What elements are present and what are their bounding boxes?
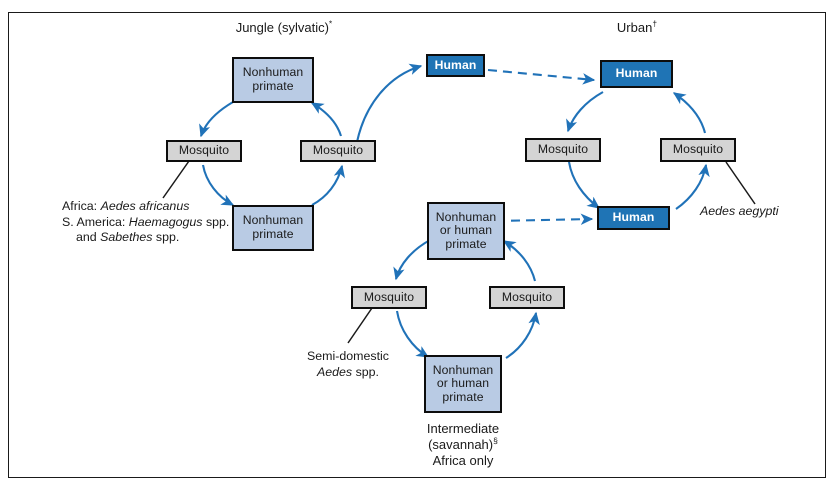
urban-left-mosquito-node[interactable]: Mosquito: [525, 138, 601, 162]
intermediate-bottom-primate-line2: or human: [436, 376, 490, 391]
intermediate-top-primate-line2: or human: [439, 223, 493, 238]
intermediate-bottom-primate-node[interactable]: Nonhuman or human primate: [424, 355, 502, 413]
urban-vector-note-italic: Aedes aegypti: [700, 204, 779, 218]
intermediate-left-mosquito-label: Mosquito: [363, 289, 415, 304]
jungle-title-line2: (sylvatic)*: [277, 18, 333, 35]
intermediate-top-primate-node[interactable]: Nonhuman or human primate: [427, 202, 505, 260]
urban-top-human-node[interactable]: Human: [600, 60, 673, 88]
jungle-vector-note-line1: Africa: Aedes africanus: [62, 199, 190, 213]
intermediate-title-line3: Africa only: [432, 452, 494, 468]
urban-right-mosquito-label: Mosquito: [672, 142, 724, 157]
jungle-left-mosquito-node[interactable]: Mosquito: [166, 140, 242, 162]
jungle-vector-note-line2: S. America: Haemagogus spp.: [62, 214, 230, 229]
jungle-top-nonhuman-primate-node[interactable]: Nonhuman primate: [232, 57, 314, 103]
intermediate-vector-note: Semi-domestic Aedes spp.: [278, 349, 418, 380]
intermediate-cycle-title: Intermediate (savannah)§ Africa only: [393, 421, 533, 469]
bridge-human-label: Human: [434, 57, 477, 72]
jungle-bottom-primate-line1: Nonhuman: [242, 213, 304, 228]
jungle-title-line1: Jungle: [235, 20, 275, 35]
intermediate-top-primate-line3: primate: [445, 236, 487, 251]
urban-title-line1: Urban†: [616, 18, 658, 35]
intermediate-left-mosquito-node[interactable]: Mosquito: [351, 286, 427, 309]
bridge-human-node[interactable]: Human: [426, 54, 485, 77]
intermediate-top-primate-line1: Nonhuman: [435, 209, 497, 224]
jungle-top-primate-line2: primate: [252, 79, 294, 93]
urban-bottom-human-label: Human: [612, 210, 655, 225]
urban-cycle-title: Urban†: [572, 18, 702, 36]
intermediate-bottom-primate-line1: Nonhuman: [432, 362, 494, 377]
urban-vector-note: Aedes aegypti: [700, 204, 779, 220]
intermediate-right-mosquito-node[interactable]: Mosquito: [489, 286, 565, 309]
intermediate-title-line1: Intermediate: [426, 421, 500, 436]
jungle-vector-note: Africa: Aedes africanus S. America: Haem…: [62, 199, 229, 246]
jungle-title-footnote-marker: *: [328, 18, 333, 29]
intermediate-bottom-primate-line3: primate: [442, 389, 484, 404]
urban-right-mosquito-node[interactable]: Mosquito: [660, 138, 736, 162]
jungle-cycle-title: Jungle (sylvatic)*: [214, 18, 354, 36]
intermediate-vector-note-line1: Semi-domestic: [307, 349, 389, 363]
jungle-right-mosquito-label: Mosquito: [312, 143, 364, 158]
jungle-bottom-nonhuman-primate-node[interactable]: Nonhuman primate: [232, 205, 314, 251]
jungle-left-mosquito-label: Mosquito: [178, 143, 230, 158]
urban-bottom-human-node[interactable]: Human: [597, 206, 670, 230]
jungle-vector-note-line3: and Sabethes spp.: [76, 230, 180, 244]
jungle-right-mosquito-node[interactable]: Mosquito: [300, 140, 376, 162]
intermediate-right-mosquito-label: Mosquito: [501, 289, 553, 304]
intermediate-vector-note-line2: Aedes spp.: [316, 364, 379, 379]
urban-title-footnote-marker: †: [652, 18, 658, 29]
intermediate-title-line2: (savannah)§: [428, 435, 498, 452]
urban-left-mosquito-label: Mosquito: [537, 142, 589, 157]
jungle-top-primate-line1: Nonhuman: [242, 65, 304, 80]
jungle-bottom-primate-line2: primate: [252, 227, 294, 241]
intermediate-title-footnote-marker: §: [493, 435, 498, 446]
urban-top-human-label: Human: [615, 66, 658, 81]
